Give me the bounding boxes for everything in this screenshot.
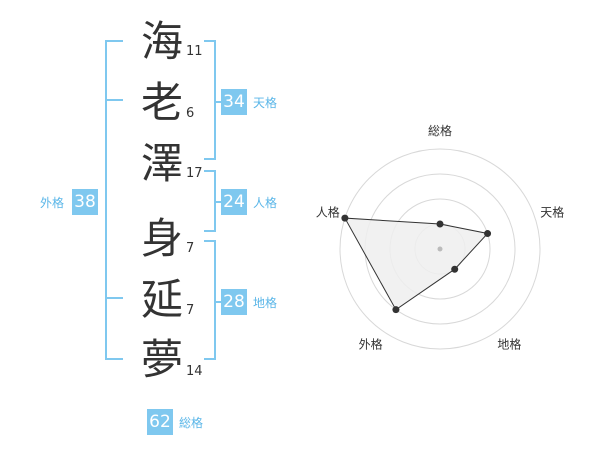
gaikaku-bracket-tick-upper xyxy=(105,99,123,101)
gaikaku-bracket-tick-lower xyxy=(105,297,123,299)
radar-point-2 xyxy=(484,230,492,238)
name-char-2: 老 xyxy=(140,78,183,127)
name-char-1: 海 xyxy=(140,17,183,66)
gaikaku-value-badge: 38 xyxy=(72,189,98,215)
chikaku-label: 地格 xyxy=(253,296,278,310)
name-char-5: 延 xyxy=(140,275,183,324)
radar-area xyxy=(344,217,489,311)
tenkaku-bracket-connector xyxy=(214,101,222,103)
stroke-count-4: 7 xyxy=(186,241,195,256)
jinkaku-bracket-tick-top xyxy=(204,170,216,172)
chikaku-bracket-vertical xyxy=(214,240,216,360)
tenkaku-label: 天格 xyxy=(253,96,278,110)
gaikaku-bracket-tick-bottom xyxy=(105,358,123,360)
chikaku-bracket-connector xyxy=(214,301,222,303)
soukaku-value-badge: 62 xyxy=(147,409,173,435)
radar-point-4 xyxy=(392,306,400,314)
radar-axis-label-5: 人格 xyxy=(316,205,340,220)
radar-point-1 xyxy=(436,220,444,228)
stroke-count-1: 11 xyxy=(186,44,203,59)
stroke-count-6: 14 xyxy=(186,364,203,379)
chikaku-value-badge: 28 xyxy=(221,289,247,315)
radar-point-3 xyxy=(451,265,459,273)
jinkaku-bracket-tick-bottom xyxy=(204,230,216,232)
radar-axis-label-4: 外格 xyxy=(359,336,383,351)
radar-ring-4 xyxy=(339,148,541,350)
name-char-6: 夢 xyxy=(140,335,183,384)
stroke-count-3: 17 xyxy=(186,166,203,181)
radar-point-5 xyxy=(341,214,349,222)
name-char-3: 澤 xyxy=(140,139,183,188)
tenkaku-bracket-tick-top xyxy=(204,40,216,42)
chikaku-bracket-tick-top xyxy=(204,240,216,242)
soukaku-label: 総格 xyxy=(179,416,204,430)
jinkaku-value-badge: 24 xyxy=(221,189,247,215)
stroke-count-5: 7 xyxy=(186,303,195,318)
radar-axis-label-3: 地格 xyxy=(497,336,521,351)
tenkaku-bracket-tick-bottom xyxy=(204,158,216,160)
radar-center-dot xyxy=(437,246,443,252)
tenkaku-bracket-vertical xyxy=(214,40,216,160)
name-char-4: 身 xyxy=(140,214,183,263)
chikaku-bracket-tick-bottom xyxy=(204,358,216,360)
gaikaku-label: 外格 xyxy=(40,196,65,210)
radar-axis-label-2: 天格 xyxy=(540,205,564,220)
jinkaku-label: 人格 xyxy=(253,196,278,210)
gaikaku-bracket-vertical xyxy=(105,40,107,360)
gaikaku-bracket-tick-top xyxy=(105,40,123,42)
stroke-count-2: 6 xyxy=(186,106,195,121)
radar-axis-label-1: 総格 xyxy=(428,123,452,138)
tenkaku-value-badge: 34 xyxy=(221,89,247,115)
jinkaku-bracket-connector xyxy=(214,201,222,203)
